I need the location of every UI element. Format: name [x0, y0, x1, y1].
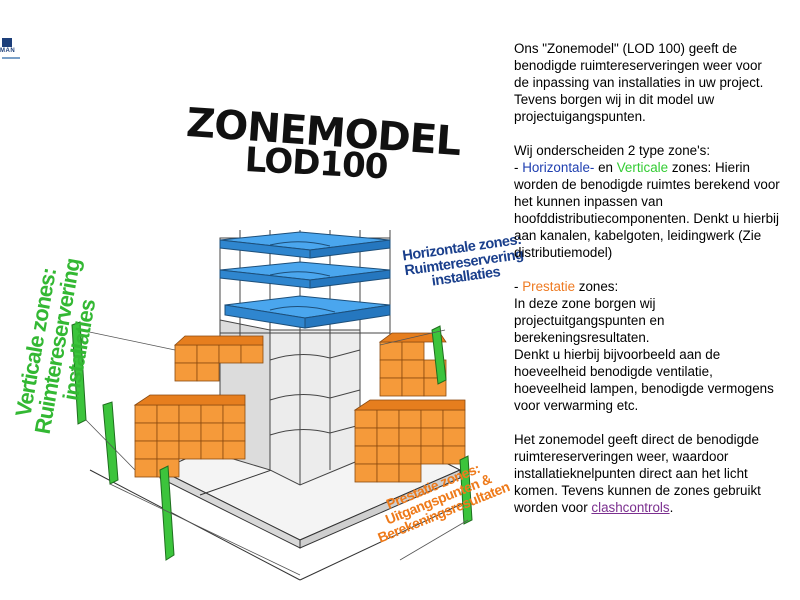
and-word: en — [594, 160, 617, 175]
hz-line: het kunnen inpassen van — [514, 194, 663, 209]
pz-dash: - — [514, 279, 523, 294]
prestatie-zones-left — [133, 335, 264, 478]
zone-model-diagram — [71, 230, 473, 581]
pz-line: hoeveelheid benodigde ventilatie, — [514, 364, 713, 379]
hz-rest: zones: Hierin — [668, 160, 750, 175]
outro-paragraph: Het zonemodel geeft direct de benodigde … — [514, 431, 800, 516]
horizontal-keyword: Horizontale- — [522, 160, 595, 175]
clashcontrols-link[interactable]: clashcontrols — [591, 500, 670, 515]
intro-line: de inpassing van installaties in uw proj… — [514, 75, 764, 90]
vertical-zones — [71, 321, 473, 561]
diagram-title-line2: LOD100 — [243, 140, 389, 188]
prestatie-zones-right — [353, 332, 466, 483]
pz-rest: zones: — [575, 279, 619, 294]
outro-line: ruimtereserveringen weer, waardoor — [514, 449, 729, 464]
intro-line: projectuigangspunten. — [514, 109, 646, 124]
horizontal-zones — [219, 231, 391, 329]
pz-line: voor verwarming etc. — [514, 398, 639, 413]
zones-paragraph: Wij onderscheiden 2 type zone's: - Horiz… — [514, 142, 800, 261]
pz-line: berekeningsresultaten. — [514, 330, 650, 345]
guide-lines — [79, 329, 469, 576]
hz-line: distributiemodel) — [514, 245, 613, 260]
logo-text: MAN — [0, 48, 16, 54]
zone-types-intro: Wij onderscheiden 2 type zone's: — [514, 143, 711, 158]
prestatie-keyword: Prestatie — [522, 279, 576, 294]
outro-line: komen. Tevens kunnen de zones gebruikt — [514, 483, 761, 498]
vertical-keyword: Verticale — [616, 160, 669, 175]
prestatie-paragraph: - Prestatie zones: In deze zone borgen w… — [514, 278, 800, 414]
hz-line: worden de benodigde ruimtes berekend voo… — [514, 177, 780, 192]
description-panel: Ons "Zonemodel" (LOD 100) geeft de benod… — [514, 40, 800, 600]
intro-line: Ons "Zonemodel" (LOD 100) geeft de — [514, 41, 738, 56]
hz-line: aan kanalen, kabelgoten, leidingwerk (Zi… — [514, 228, 762, 243]
hz-dash: - — [514, 160, 523, 175]
pz-line: In deze zone borgen wij — [514, 296, 656, 311]
outro-last-pre: worden voor — [514, 500, 592, 515]
intro-line: Tevens borgen wij in dit model uw — [514, 92, 715, 107]
pz-line: projectuitgangspunten en — [514, 313, 665, 328]
outro-last-post: . — [669, 500, 674, 515]
intro-paragraph: Ons "Zonemodel" (LOD 100) geeft de benod… — [514, 40, 800, 125]
hz-line: hoofddistributiecomponenten. Denkt u hie… — [514, 211, 780, 226]
outro-line: installatieknelpunten direct aan het lic… — [514, 466, 748, 481]
intro-line: benodigde ruimtereserveringen weer voor — [514, 58, 762, 73]
logo-underline — [2, 57, 20, 59]
company-logo: MAN — [0, 38, 22, 64]
logo-mark-icon — [2, 38, 12, 47]
pz-line: Denkt u hierbij bijvoorbeeld aan de — [514, 347, 721, 362]
outro-line: Het zonemodel geeft direct de benodigde — [514, 432, 759, 447]
pz-line: hoeveelheid lampen, benodigde vermogens — [514, 381, 774, 396]
